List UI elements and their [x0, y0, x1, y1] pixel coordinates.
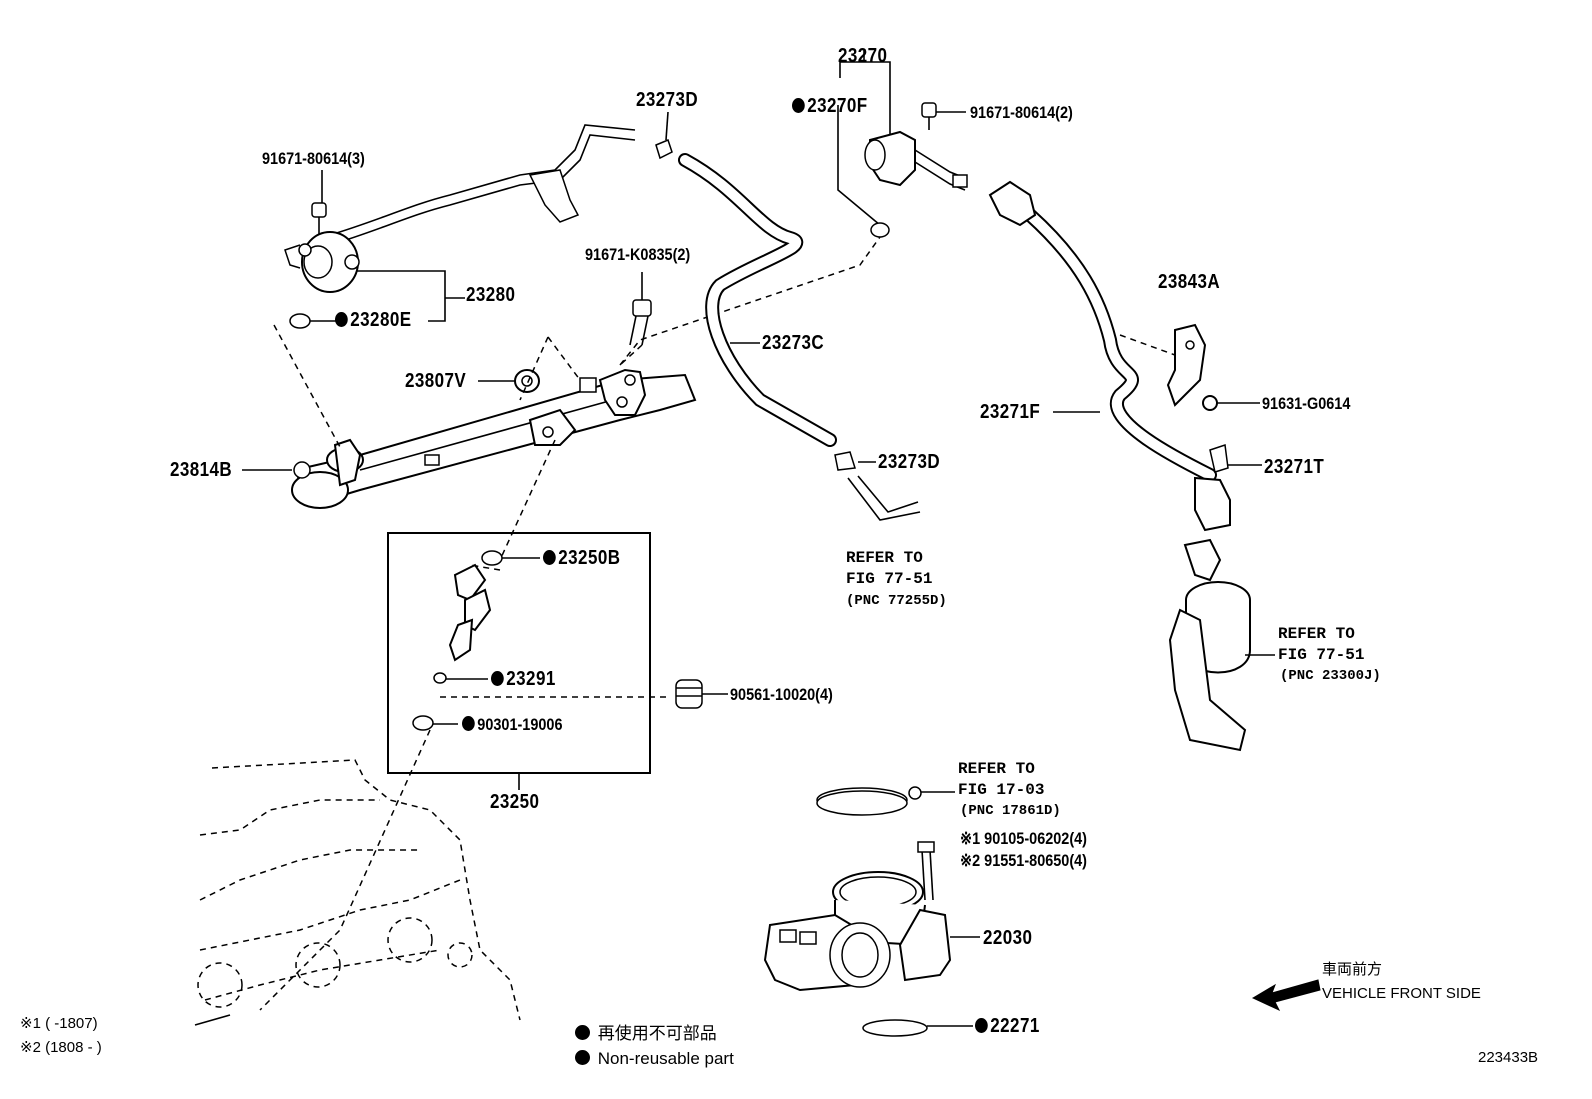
diagram-id: 223433B — [1478, 1049, 1539, 1066]
regulator-23270 — [837, 50, 968, 226]
clip-23271T — [1209, 444, 1262, 473]
ref2-line2[interactable]: FIG 77-51 — [1278, 646, 1365, 664]
bracket-23843A — [1119, 323, 1207, 407]
label-23273D-bottom[interactable]: 23273D — [878, 451, 941, 473]
bolt-91671-80614-2 — [921, 102, 966, 130]
non-reusable-dot — [462, 716, 475, 731]
legend-en-text: Non-reusable part — [597, 1049, 734, 1068]
legend-jp-text: 再使用不可部品 — [597, 1024, 717, 1043]
legend-dot — [575, 1025, 590, 1040]
label-bolt-note1[interactable]: ※1 90105-06202(4) — [960, 829, 1087, 848]
ref2-line3: (PNC 23300J) — [1280, 668, 1381, 684]
label-23250B-text: 23250B — [558, 547, 621, 569]
label-bolt-note2[interactable]: ※2 91551-80650(4) — [960, 851, 1087, 870]
cushion-23291 — [433, 672, 447, 684]
legend-dot — [575, 1050, 590, 1065]
throttle-body-22030 — [763, 841, 980, 992]
label-23280E-text: 23280E — [350, 309, 412, 331]
label-91671-80614-2[interactable]: 91671-80614(2) — [970, 103, 1073, 122]
note-2: ※2 (1808 - ) — [20, 1039, 102, 1056]
label-23807V[interactable]: 23807V — [405, 370, 467, 392]
ref1-line3: (PNC 77255D) — [846, 593, 947, 609]
oring-90301-19006 — [412, 715, 434, 731]
ref2-line1[interactable]: REFER TO — [1278, 625, 1355, 643]
plug-90561-10020 — [675, 679, 728, 709]
direction-en: VEHICLE FRONT SIDE — [1322, 985, 1481, 1002]
label-22030[interactable]: 22030 — [983, 927, 1033, 949]
ref1-line1[interactable]: REFER TO — [846, 549, 923, 567]
arrow-icon — [1251, 979, 1321, 1012]
label-23250[interactable]: 23250 — [490, 791, 540, 813]
label-90301-19006[interactable]: 90301-19006 — [462, 716, 562, 733]
oring-23250B — [481, 550, 503, 566]
legend-jp: 再使用不可部品 — [575, 1025, 717, 1042]
label-23814B[interactable]: 23814B — [170, 459, 233, 481]
bolt-91631-G0614 — [1202, 395, 1260, 411]
label-23843A[interactable]: 23843A — [1158, 271, 1221, 293]
non-reusable-dot — [975, 1018, 988, 1033]
label-23273D-top[interactable]: 23273D — [636, 89, 699, 111]
injector-kit-box — [387, 532, 651, 774]
clip-23273D-bottom — [834, 451, 856, 471]
label-23270F-text: 23270F — [807, 95, 868, 117]
fuel-tube-23271F — [988, 180, 1231, 532]
label-91631-G0614[interactable]: 91631-G0614 — [1262, 394, 1351, 413]
label-23270[interactable]: 23270 — [838, 45, 888, 67]
label-22271-text: 22271 — [990, 1015, 1040, 1037]
label-91671-80614-3[interactable]: 91671-80614(3) — [262, 149, 365, 168]
engine-block-outline — [197, 729, 521, 1021]
label-23270F[interactable]: 23270F — [792, 96, 868, 116]
label-90301-19006-text: 90301-19006 — [477, 715, 563, 734]
ref3-line3: (PNC 17861D) — [960, 803, 1061, 819]
ref3-line1[interactable]: REFER TO — [958, 760, 1035, 778]
fuel-pipe-23280 — [284, 124, 636, 293]
direction-jp: 車両前方 — [1322, 961, 1383, 978]
ref3-line2[interactable]: FIG 17-03 — [958, 781, 1045, 799]
label-23271T[interactable]: 23271T — [1264, 456, 1325, 478]
label-22271[interactable]: 22271 — [975, 1016, 1040, 1036]
hose-clamp — [816, 786, 955, 816]
legend-en: Non-reusable part — [575, 1050, 734, 1067]
grommet-23807V — [514, 369, 540, 393]
bolt-91671-K0835 — [629, 272, 652, 346]
injector — [448, 563, 492, 662]
non-reusable-dot — [792, 98, 805, 113]
gasket-22271 — [862, 1019, 973, 1037]
label-23250B[interactable]: 23250B — [543, 548, 620, 568]
oring-23280E — [289, 313, 311, 329]
label-91671-K0835[interactable]: 91671-K0835(2) — [585, 245, 691, 264]
label-90561-10020[interactable]: 90561-10020(4) — [730, 685, 833, 704]
non-reusable-dot — [335, 312, 348, 327]
label-23271F[interactable]: 23271F — [980, 401, 1041, 423]
note-1: ※1 ( -1807) — [20, 1015, 98, 1032]
oring-23270F — [870, 222, 890, 238]
fuel-pump-assembly — [1168, 538, 1275, 752]
non-reusable-dot — [543, 550, 556, 565]
fuel-rail-23814B — [291, 368, 697, 509]
label-23291-text: 23291 — [506, 668, 556, 690]
ref1-line2[interactable]: FIG 77-51 — [846, 570, 933, 588]
hose-23273C — [678, 153, 837, 447]
label-23280[interactable]: 23280 — [466, 284, 516, 306]
label-23280E[interactable]: 23280E — [335, 310, 411, 330]
bolt-91671-80614-3 — [311, 170, 327, 235]
label-23291[interactable]: 23291 — [491, 669, 556, 689]
clip-23273D-top — [655, 111, 673, 160]
non-reusable-dot — [491, 671, 504, 686]
label-23273C[interactable]: 23273C — [762, 332, 825, 354]
